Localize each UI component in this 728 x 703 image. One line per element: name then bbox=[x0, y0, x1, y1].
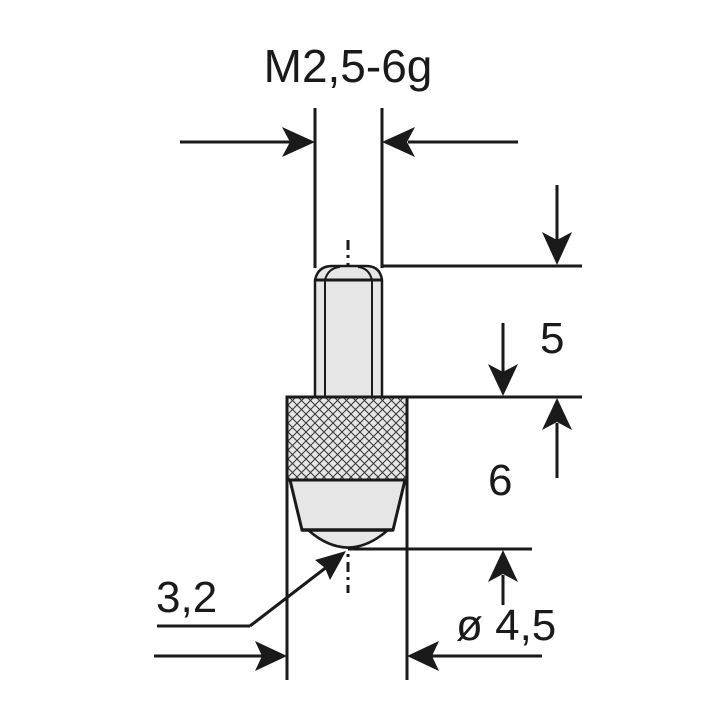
thread-width-dimension bbox=[180, 108, 518, 268]
stylus-tip bbox=[288, 478, 407, 549]
reference-lines bbox=[348, 264, 582, 551]
knurled-body bbox=[285, 395, 409, 482]
body-length-label: 6 bbox=[488, 456, 512, 505]
length-dimension-arrows bbox=[488, 185, 572, 605]
threaded-stud bbox=[313, 264, 384, 399]
diameter-label: ø 4,5 bbox=[456, 601, 556, 650]
tip-radius-label: 3,2 bbox=[156, 573, 217, 622]
thread-spec-label: M2,5-6g bbox=[264, 40, 433, 92]
radius-leader bbox=[157, 551, 346, 628]
thread-length-label: 5 bbox=[540, 314, 564, 363]
diameter-extension-lines bbox=[285, 397, 409, 680]
diameter-dimension-arrows bbox=[154, 641, 542, 671]
